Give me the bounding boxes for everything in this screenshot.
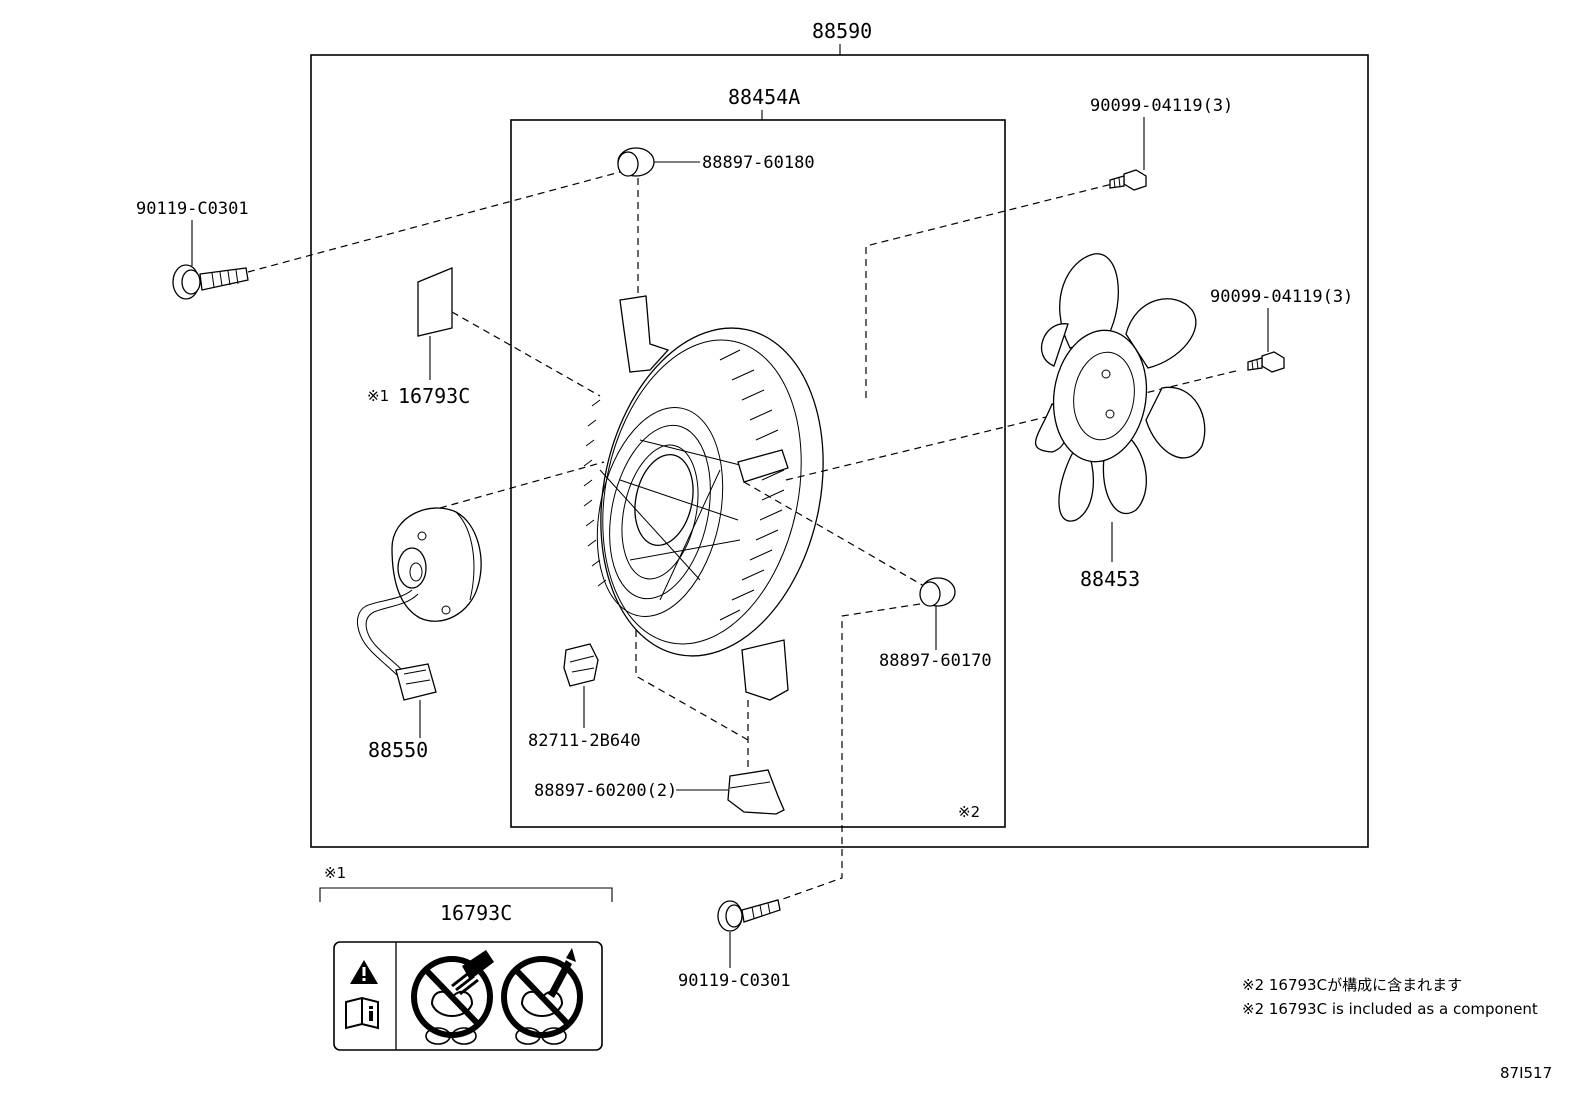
fan-shroud — [583, 295, 824, 701]
warning-triangle-icon — [350, 960, 378, 984]
note-english: ※2 16793C is included as a component — [1242, 1000, 1538, 1018]
fan-blade-number: 88453 — [1080, 567, 1140, 591]
connector-clip-number: 82711-2B640 — [528, 731, 641, 751]
screw-mid-right-number: 90099-04119(3) — [1210, 287, 1353, 307]
bolt-upper-left — [172, 264, 249, 300]
legend-label-sticker — [333, 941, 603, 1051]
clamp — [727, 769, 785, 815]
label-sticker-mark: ※1 — [367, 387, 389, 405]
screw-mid-right — [1247, 351, 1285, 373]
note-japanese: ※2 16793Cが構成に含まれます — [1242, 976, 1462, 994]
grommet-right — [919, 577, 956, 607]
bolt-upper-left-number: 90119-C0301 — [136, 199, 249, 219]
legend-mark: ※1 — [324, 864, 346, 882]
grommet-top — [617, 147, 655, 177]
fan-motor-number: 88550 — [368, 738, 428, 762]
bolt-lower — [717, 899, 781, 932]
screw-top-right-number: 90099-04119(3) — [1090, 96, 1233, 116]
bolt-lower-number: 90119-C0301 — [678, 971, 791, 991]
label-sticker — [417, 267, 453, 337]
assembly-part-number: 88590 — [812, 19, 872, 43]
grommet-right-number: 88897-60170 — [879, 651, 992, 671]
assembly-frame — [310, 54, 1369, 848]
grommet-top-number: 88897-60180 — [702, 153, 815, 173]
shroud-frame — [510, 119, 1006, 828]
shroud-part-number: 88454A — [728, 85, 800, 109]
screw-top-right — [1109, 169, 1147, 191]
clamp-number: 88897-60200(2) — [534, 781, 677, 801]
fan-motor — [357, 507, 482, 701]
shroud-mark-2: ※2 — [958, 803, 980, 821]
manual-book-icon — [345, 996, 379, 1030]
no-hands-fan-icon — [411, 950, 494, 1045]
connector-clip — [563, 643, 599, 687]
legend-bracket — [319, 887, 613, 902]
fan-blade — [1034, 253, 1206, 522]
no-tools-fan-icon — [501, 948, 583, 1045]
label-sticker-number: 16793C — [398, 384, 470, 408]
legend-part-number: 16793C — [440, 901, 512, 925]
figure-code: 87I517 — [1500, 1064, 1552, 1082]
